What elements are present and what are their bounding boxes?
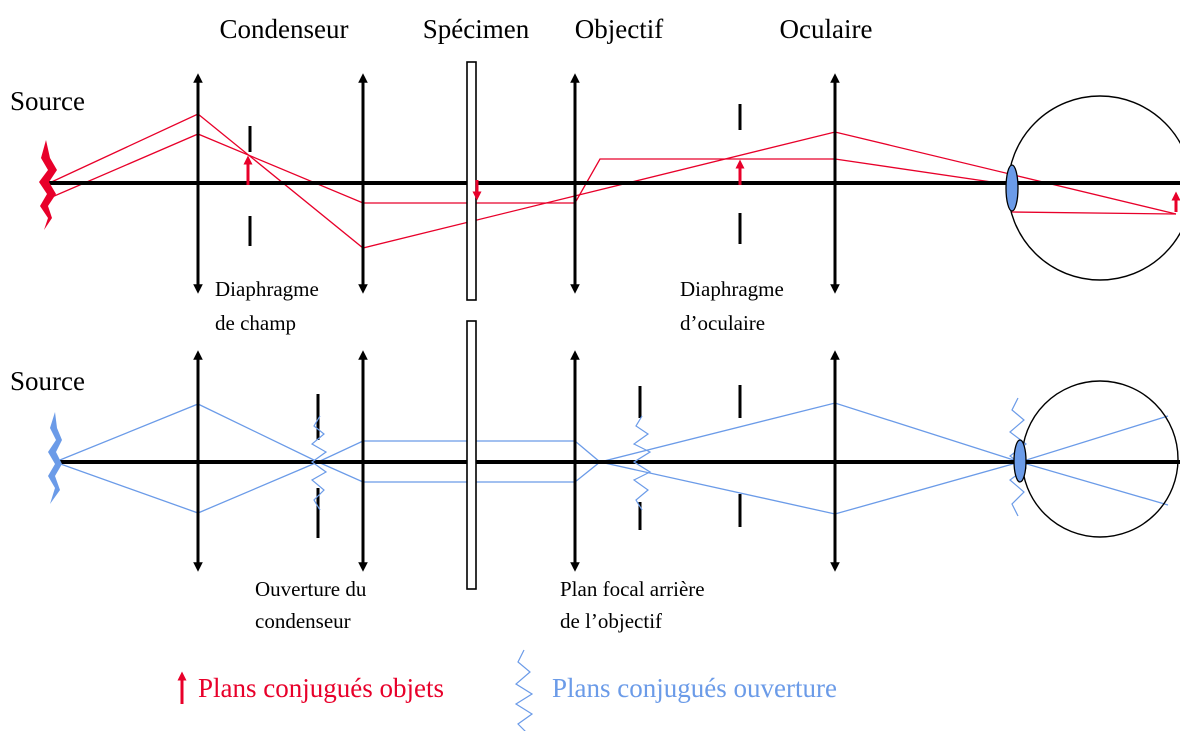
ray-object-b bbox=[44, 133, 1013, 204]
specimen-slide-bottom bbox=[466, 320, 477, 590]
header-objective: Objectif bbox=[575, 14, 663, 44]
field-diaphragm-label-line2: de champ bbox=[215, 311, 296, 335]
aperture-glow-condenser bbox=[310, 415, 328, 511]
field-diaphragm-label: Diaphragme de champ bbox=[215, 277, 324, 335]
aperture-glow-eye bbox=[1009, 397, 1027, 517]
ray-object-c bbox=[1011, 211, 1177, 215]
aperture-rays bbox=[54, 402, 1169, 515]
specimen-slide-top bbox=[466, 61, 477, 301]
legend-aperture-planes: Plans conjugués ouverture bbox=[552, 673, 837, 703]
source-label-top: Source bbox=[10, 86, 85, 116]
top-panel: Diaphragme de champ Diaphragme d’oculair… bbox=[39, 61, 1180, 335]
condenser-aperture-label-line1: Ouverture du bbox=[255, 577, 367, 601]
header-specimen: Spécimen bbox=[423, 14, 530, 44]
bottom-panel: Ouverture du condenseur Plan focal arriè… bbox=[48, 320, 1180, 633]
eye-top bbox=[1007, 95, 1180, 281]
eyepiece-diaphragm-label-line2: d’oculaire bbox=[680, 311, 765, 335]
eyepiece-diaphragm-label: Diaphragme d’oculaire bbox=[680, 277, 789, 335]
eyepiece-diaphragm-label-line1: Diaphragme bbox=[680, 277, 784, 301]
legend: Plans conjugués objets Plans conjugués o… bbox=[177, 649, 837, 731]
eye-bottom bbox=[1021, 380, 1179, 538]
source-glow-red bbox=[39, 140, 57, 230]
header-eyepiece: Oculaire bbox=[780, 14, 873, 44]
eye-lens-bottom bbox=[1013, 439, 1027, 483]
source-label-bottom: Source bbox=[10, 366, 85, 396]
condenser-aperture-label: Ouverture du condenseur bbox=[255, 577, 372, 633]
legend-object-planes: Plans conjugués objets bbox=[198, 673, 444, 703]
objective-bfp-label-line2: de l’objectif bbox=[560, 609, 662, 633]
ray-aperture-a bbox=[54, 402, 1169, 463]
source-glow-blue bbox=[48, 412, 62, 504]
blue-jagged-glow-icon bbox=[514, 649, 534, 731]
objective-bfp-label-line1: Plan focal arrière bbox=[560, 577, 705, 601]
header-condenser: Condenseur bbox=[220, 14, 349, 44]
eye-lens-top bbox=[1005, 164, 1019, 212]
field-diaphragm-label-line1: Diaphragme bbox=[215, 277, 319, 301]
aperture-glow-objective bbox=[632, 415, 652, 511]
objective-bfp-label: Plan focal arrière de l’objectif bbox=[560, 577, 710, 633]
ray-aperture-b bbox=[54, 461, 1169, 515]
condenser-aperture-label-line2: condenseur bbox=[255, 609, 351, 633]
